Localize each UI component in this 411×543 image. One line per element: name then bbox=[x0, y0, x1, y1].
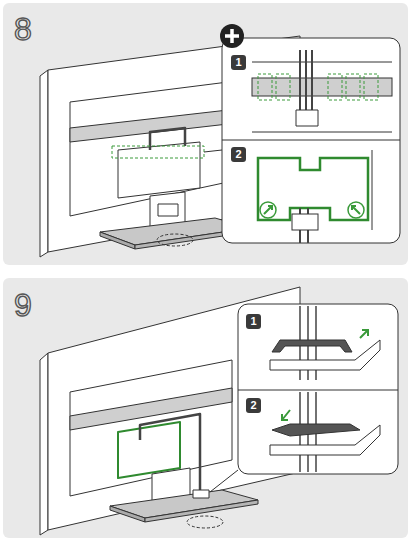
clip-marker bbox=[112, 146, 204, 158]
detail-inset bbox=[222, 38, 400, 243]
step-panel bbox=[3, 3, 408, 265]
callout-number: 2 bbox=[246, 398, 261, 413]
leader-line bbox=[210, 470, 238, 492]
clip-markers bbox=[258, 74, 378, 100]
inset-detail-1 bbox=[252, 50, 392, 132]
inset-detail-2 bbox=[270, 392, 380, 472]
step-number: 9 bbox=[14, 288, 32, 322]
inset-detail-2 bbox=[258, 150, 372, 243]
plus-symbol bbox=[220, 24, 244, 48]
callout-number: 1 bbox=[246, 314, 261, 329]
inset-divider bbox=[238, 390, 398, 391]
detail-inset bbox=[238, 304, 398, 474]
callout-number: 2 bbox=[231, 147, 246, 162]
step-panel bbox=[3, 278, 408, 538]
inset-detail-1 bbox=[270, 306, 380, 380]
step-number: 8 bbox=[14, 12, 32, 46]
leader-line bbox=[204, 150, 222, 152]
cable-exit bbox=[187, 516, 223, 528]
cable-exit bbox=[157, 234, 193, 246]
inset-divider bbox=[222, 140, 400, 141]
callout-number: 1 bbox=[231, 55, 246, 70]
